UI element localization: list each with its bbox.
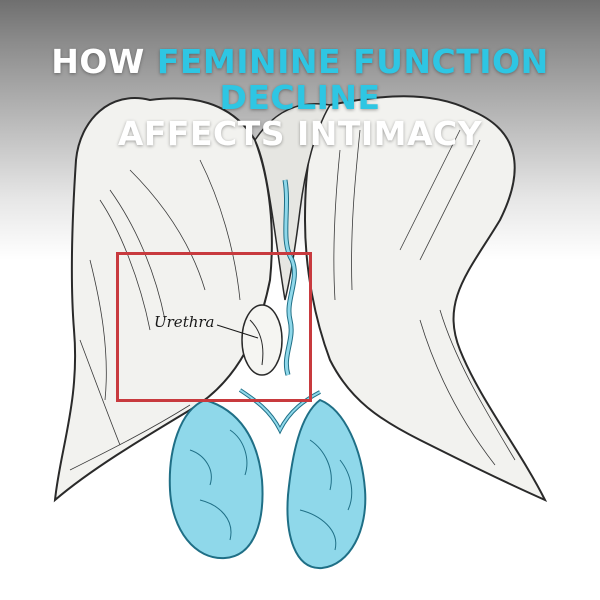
headline: HOW FEMININE FUNCTION DECLINE AFFECTS IN… bbox=[0, 44, 600, 152]
headline-line-1: HOW FEMININE FUNCTION bbox=[0, 44, 600, 80]
urethra-leader-line bbox=[216, 324, 259, 339]
headline-how: HOW bbox=[51, 42, 157, 81]
gland-texture bbox=[189, 429, 353, 551]
headline-affects-intimacy: AFFECTS INTIMACY bbox=[117, 114, 483, 153]
right-gland bbox=[286, 398, 367, 570]
right-pubic-bone bbox=[303, 95, 548, 503]
left-bone-hatching bbox=[69, 159, 241, 471]
highlight-box bbox=[116, 252, 312, 402]
headline-feminine-function: FEMININE FUNCTION bbox=[156, 42, 549, 81]
left-gland bbox=[168, 398, 264, 560]
urethra-label: Urethra bbox=[154, 313, 215, 331]
headline-decline: DECLINE bbox=[219, 78, 381, 117]
right-bone-hatching bbox=[333, 129, 516, 466]
